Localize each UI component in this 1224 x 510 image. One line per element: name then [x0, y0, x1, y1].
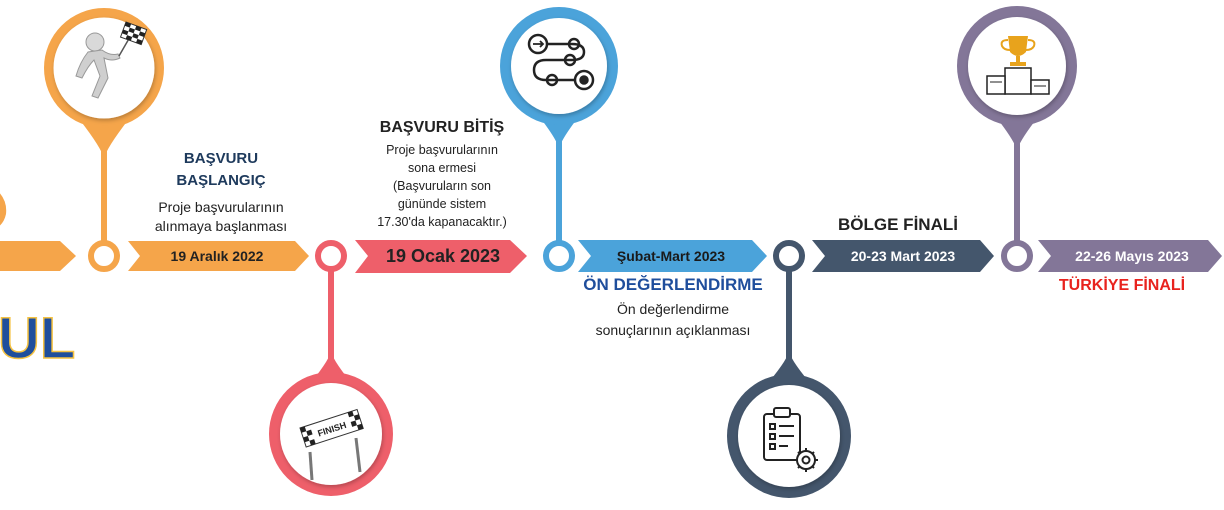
- trophy-podium-icon: [986, 36, 1050, 95]
- timeline-marker-4: [773, 240, 805, 272]
- arrow-band-1: [128, 241, 309, 271]
- milestone-3-date: Şubat-Mart 2023: [616, 248, 726, 264]
- stem-1: [101, 130, 107, 242]
- partial-title-fragment: UL: [0, 306, 75, 371]
- arrow-band-3: [578, 240, 767, 272]
- arrow-band-5: [1038, 240, 1222, 272]
- checklist-gear-icon: [763, 407, 818, 472]
- stem-3: [556, 118, 562, 242]
- timeline-marker-3: [543, 240, 575, 272]
- milestone-4-heading: BÖLGE FİNALİ: [838, 215, 958, 234]
- stem-2: [328, 270, 334, 380]
- finish-line-banner-icon: FINISH: [299, 408, 364, 481]
- milestone-2-desc-line2: sona ermesi: [407, 161, 477, 175]
- pin-4: [727, 350, 851, 498]
- milestone-4-date: 20-23 Mart 2023: [850, 248, 956, 264]
- milestone-2-heading: BAŞVURU BİTİŞ: [379, 119, 505, 136]
- milestone-5-date: 22-26 Mayıs 2023: [1075, 248, 1189, 264]
- milestone-5-heading: TÜRKİYE FİNALİ: [1058, 277, 1186, 294]
- milestone-1-heading-line1: BAŞVURU: [183, 150, 259, 167]
- timeline-marker-2: [315, 240, 347, 272]
- runner-with-checkered-flag-icon: [75, 21, 148, 99]
- timeline-marker-5: [1001, 240, 1033, 272]
- arrow-band-2: [355, 240, 527, 273]
- stem-4: [786, 270, 792, 382]
- stem-5: [1014, 120, 1020, 242]
- milestone-3-heading: ÖN DEĞERLENDİRME: [583, 275, 763, 294]
- milestone-1-desc-line2: alınmaya başlanması: [154, 218, 288, 234]
- milestone-2-desc-line4: gününde sistem: [397, 197, 487, 211]
- partial-left-shape: [0, 193, 7, 226]
- milestone-1-heading-line2: BAŞLANGIÇ: [176, 172, 266, 189]
- arrow-band-4: [812, 240, 994, 272]
- milestone-2-date: 19 Ocak 2023: [385, 246, 501, 266]
- process-path-icon: [527, 33, 595, 91]
- arrow-band-start: [0, 241, 76, 271]
- milestone-2-desc-line5: 17.30'da kapanacaktır.): [377, 215, 507, 229]
- timeline-marker-1: [88, 240, 120, 272]
- milestone-1-desc-line1: Proje başvurularının: [158, 199, 284, 215]
- milestone-2-desc-line3: (Başvuruların son: [393, 179, 491, 193]
- milestone-1-date: 19 Aralık 2022: [170, 248, 264, 264]
- milestone-2-desc-line1: Proje başvurularının: [386, 143, 498, 157]
- milestone-3-desc-line2: sonuçlarının açıklanması: [595, 322, 751, 338]
- milestone-3-desc-line1: Ön değerlendirme: [616, 301, 730, 317]
